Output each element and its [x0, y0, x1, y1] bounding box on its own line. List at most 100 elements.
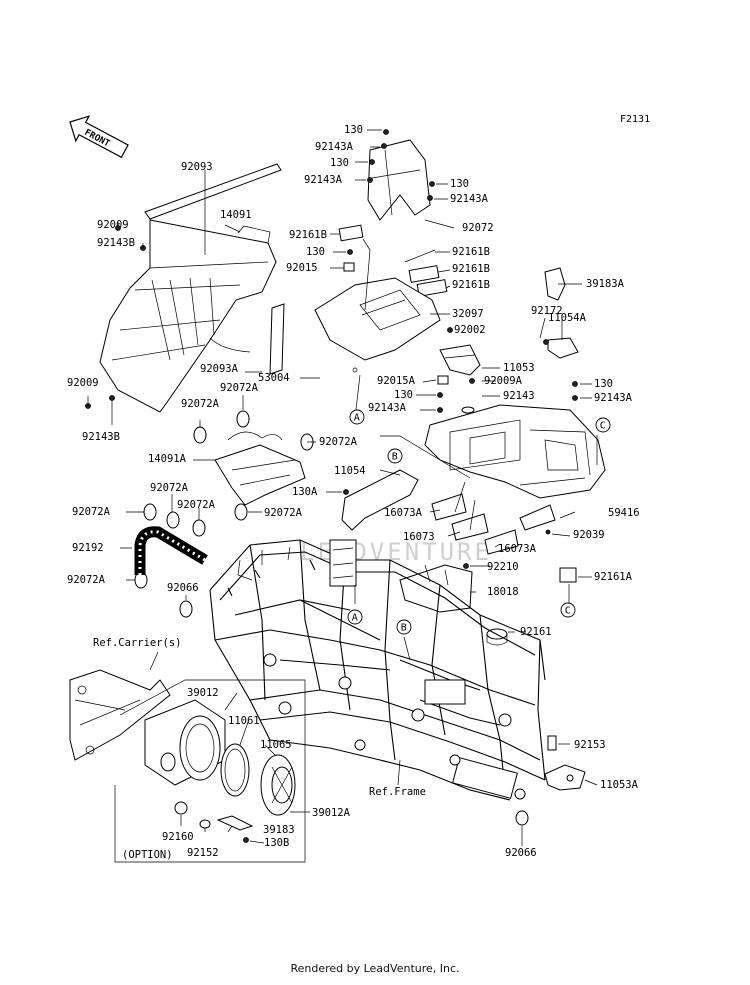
- bracket-39183: [216, 815, 254, 831]
- callout-130b: 130B: [264, 837, 289, 849]
- callout-92009a: 92009A: [484, 375, 523, 387]
- strip-92093a: [269, 303, 285, 375]
- winch-39012: [144, 699, 226, 786]
- callout-92161b-4: 92161B: [452, 279, 490, 291]
- callout-92093: 92093: [181, 161, 213, 173]
- callout-92015: 92015: [286, 262, 318, 274]
- callout-16073: 16073: [403, 531, 435, 543]
- bolt-130-1: [383, 129, 389, 135]
- callout-18018: 18018: [487, 586, 519, 598]
- callout-92160: 92160: [162, 831, 194, 843]
- callout-11053a: 11053A: [600, 779, 639, 791]
- callout-92143a-1: 92143A: [315, 141, 354, 153]
- ring-11061: [220, 743, 250, 797]
- circle-markers: A A B B C C: [347, 409, 611, 635]
- washer-92143b-mid: [109, 395, 115, 401]
- bracket-11054a: [547, 337, 579, 359]
- callout-39183a: 39183A: [586, 278, 625, 290]
- callout-92072a-1: 92072A: [220, 382, 259, 394]
- callout-11053: 11053: [503, 362, 535, 374]
- leader-lines: [87, 129, 598, 846]
- marker-b-2-label: B: [401, 623, 407, 634]
- bracket-11054: [341, 469, 419, 531]
- battery-holder-92072: [367, 139, 431, 221]
- callout-11054a: 11054A: [548, 312, 587, 324]
- callout-92161b-2: 92161B: [452, 246, 490, 258]
- mount-bracket-11053: [439, 344, 481, 376]
- callout-59416: 59416: [608, 507, 640, 519]
- callout-option: (OPTION): [122, 849, 173, 861]
- nut-92160: [174, 801, 188, 815]
- callout-32097: 32097: [452, 308, 484, 320]
- callout-92009-top: 92009: [97, 219, 129, 231]
- storage-box-59416: [424, 404, 606, 499]
- callout-92161a: 92161A: [594, 571, 633, 583]
- callout-39012: 39012: [187, 687, 219, 699]
- bracket-39183a: [544, 267, 566, 301]
- callout-92161: 92161: [520, 626, 552, 638]
- callout-130-2: 130: [330, 157, 349, 169]
- callout-11065: 11065: [260, 739, 292, 751]
- callout-92039: 92039: [573, 529, 605, 541]
- strip-92093: [144, 163, 282, 220]
- pad-92161b-3: [416, 279, 448, 297]
- callout-92093a: 92093A: [200, 363, 239, 375]
- bolt-130b: [243, 837, 249, 843]
- cover-11065: [260, 754, 296, 816]
- callout-ref-frame: Ref.Frame: [369, 786, 426, 798]
- marker-a-1-label: A: [354, 413, 360, 424]
- watermark: LEADVENTURE: [300, 538, 492, 566]
- rear-fender-guard: [99, 219, 277, 413]
- marker-c-2-label: C: [565, 606, 571, 617]
- callout-92066-right: 92066: [505, 847, 537, 859]
- callout-ref-carrier: Ref.Carrier(s): [93, 637, 182, 649]
- callout-92002: 92002: [454, 324, 486, 336]
- marker-b-2: B: [396, 619, 412, 635]
- callout-92143a-5: 92143A: [594, 392, 633, 404]
- hose-clamps: [134, 410, 314, 589]
- callout-92072a-2: 92072A: [181, 398, 220, 410]
- callout-92161b-3: 92161B: [452, 263, 490, 275]
- figure-id: F2131: [620, 114, 650, 125]
- callout-39012a: 39012A: [312, 807, 351, 819]
- callout-14091a: 14091A: [148, 453, 187, 465]
- callout-92143a-4: 92143A: [368, 402, 407, 414]
- cover-92039: [519, 504, 556, 531]
- heat-shield-14091a: [214, 431, 306, 506]
- marker-c-1: C: [595, 417, 611, 433]
- callout-92192: 92192: [72, 542, 104, 554]
- callout-92072a-4: 92072A: [150, 482, 189, 494]
- callout-39183: 39183: [263, 824, 295, 836]
- callout-labels: 92093140919200992143B92093A9200992143B92…: [67, 124, 640, 861]
- bushing-92066-right: [515, 810, 529, 826]
- callout-92072: 92072: [462, 222, 494, 234]
- callout-92172: 92172: [531, 305, 563, 317]
- callout-92072a-8: 92072A: [67, 574, 106, 586]
- plate-18018: [399, 564, 473, 613]
- callout-92152: 92152: [187, 847, 219, 859]
- pad-16073a-2: [484, 529, 519, 555]
- pad-92161b-1: [338, 224, 364, 242]
- marker-a-1: A: [349, 409, 365, 425]
- callout-92210: 92210: [487, 561, 519, 573]
- callout-92161b-1: 92161B: [289, 229, 327, 241]
- callout-16073a-1: 16073A: [384, 507, 423, 519]
- main-frame: [209, 539, 546, 801]
- callout-92072a-3: 92072A: [319, 436, 358, 448]
- marker-a-2-label: A: [352, 613, 358, 624]
- callout-53004: 53004: [258, 372, 290, 384]
- callout-130-3: 130: [450, 178, 469, 190]
- hose-92192: [134, 526, 208, 575]
- callout-14091: 14091: [220, 209, 252, 221]
- callout-92066-left: 92066: [167, 582, 199, 594]
- front-arrow-icon: FRONT: [69, 115, 129, 159]
- callout-11054: 11054: [334, 465, 366, 477]
- marker-b-1-label: B: [392, 452, 398, 463]
- callout-130-6: 130: [594, 378, 613, 390]
- pad-16073a-1: [431, 493, 467, 521]
- callout-92143a-2: 92143A: [304, 174, 343, 186]
- callout-92015a: 92015A: [377, 375, 416, 387]
- battery-case-32097: [314, 277, 441, 373]
